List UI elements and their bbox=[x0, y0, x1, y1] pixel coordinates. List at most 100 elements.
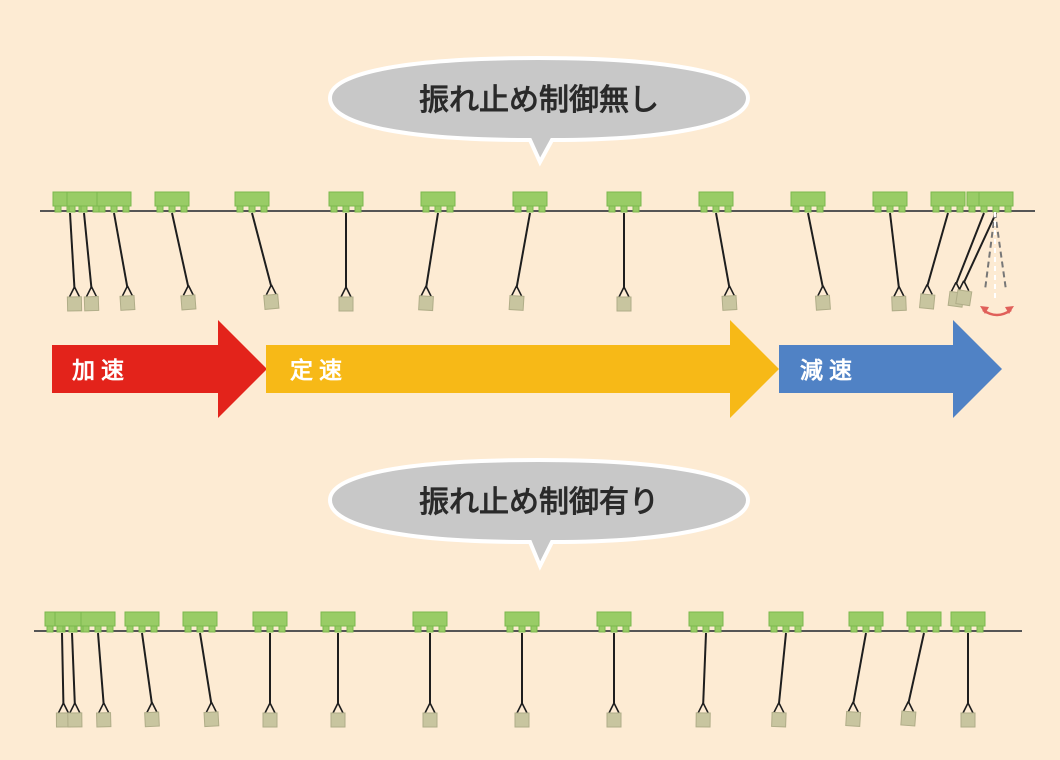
swing-ghost-left bbox=[984, 211, 996, 291]
top-trolley-unit bbox=[955, 191, 1014, 307]
phase-arrows: 加速 定速 減速 bbox=[52, 320, 1002, 418]
top-wheel bbox=[700, 205, 708, 213]
top-rope bbox=[69, 212, 76, 289]
bottom-load bbox=[960, 712, 976, 728]
top-trolley-unit bbox=[328, 191, 364, 312]
top-rope bbox=[425, 212, 439, 289]
top-wheel bbox=[804, 205, 812, 213]
top-wheel bbox=[538, 205, 546, 213]
bottom-rope bbox=[199, 632, 213, 705]
top-trolley bbox=[698, 191, 734, 207]
top-rope bbox=[515, 212, 531, 289]
top-load bbox=[955, 289, 973, 307]
bottom-wheel bbox=[690, 625, 698, 633]
bottom-wheel bbox=[622, 625, 630, 633]
decelerate-arrow bbox=[779, 320, 1002, 418]
bottom-trolley-unit bbox=[182, 611, 220, 728]
top-wheel bbox=[898, 205, 906, 213]
bottom-wheel bbox=[702, 625, 710, 633]
bottom-rope bbox=[907, 632, 925, 704]
bottom-trolley-unit bbox=[80, 611, 116, 728]
bottom-wheel bbox=[530, 625, 538, 633]
bottom-wheel bbox=[196, 625, 204, 633]
bottom-load bbox=[514, 712, 530, 728]
bottom-hook-icon bbox=[146, 702, 158, 713]
bottom-wheel bbox=[850, 625, 858, 633]
bottom-hook-icon bbox=[608, 702, 620, 714]
constant-speed-arrow bbox=[266, 320, 779, 418]
swing-arc-left-head bbox=[980, 306, 989, 314]
swing-arc-icon bbox=[982, 308, 1012, 317]
top-trolley-unit bbox=[918, 191, 966, 310]
bottom-hook-icon bbox=[69, 702, 81, 714]
top-trolley-unit bbox=[790, 191, 831, 311]
top-wheel bbox=[260, 205, 268, 213]
top-wheel bbox=[156, 205, 164, 213]
bottom-wheel bbox=[278, 625, 286, 633]
top-bubble-label: 振れ止め制御無し bbox=[419, 83, 659, 118]
top-rope bbox=[807, 212, 824, 288]
top-wheel bbox=[122, 205, 130, 213]
top-hook-icon bbox=[817, 285, 829, 297]
top-trolley bbox=[872, 191, 908, 207]
top-hook-icon bbox=[893, 286, 905, 297]
top-trolley bbox=[328, 191, 364, 207]
bottom-wheel bbox=[126, 625, 134, 633]
bottom-hook-icon bbox=[697, 702, 709, 714]
bottom-hook-icon bbox=[516, 702, 528, 714]
bottom-wheel bbox=[266, 625, 274, 633]
top-wheel bbox=[110, 205, 118, 213]
bottom-rope bbox=[777, 632, 787, 705]
top-wheel bbox=[248, 205, 256, 213]
bottom-trolley-unit bbox=[252, 611, 288, 728]
top-trolley-unit bbox=[508, 191, 548, 311]
bottom-wheel bbox=[150, 625, 158, 633]
top-trolley-unit bbox=[154, 191, 197, 311]
bottom-hook-icon bbox=[205, 701, 218, 713]
bottom-wheel bbox=[94, 625, 102, 633]
bottom-load bbox=[262, 712, 278, 728]
bottom-trolley-unit bbox=[412, 611, 448, 728]
bottom-wheel bbox=[506, 625, 514, 633]
bottom-trolley bbox=[182, 611, 218, 627]
bottom-wheel bbox=[438, 625, 446, 633]
bottom-wheel bbox=[56, 625, 64, 633]
bottom-trolley-unit bbox=[950, 611, 986, 728]
bottom-rope bbox=[71, 632, 76, 705]
bottom-wheel bbox=[908, 625, 916, 633]
bottom-wheel bbox=[920, 625, 928, 633]
bottom-wheel bbox=[68, 625, 76, 633]
top-wheel bbox=[792, 205, 800, 213]
bottom-trolley-unit bbox=[596, 611, 632, 728]
top-wheel bbox=[236, 205, 244, 213]
top-trolley bbox=[978, 191, 1014, 207]
top-trolley-unit bbox=[698, 191, 738, 311]
top-trolley-unit bbox=[872, 191, 908, 312]
top-trolley-unit bbox=[96, 191, 136, 311]
top-trolley bbox=[234, 191, 270, 207]
top-wheel bbox=[608, 205, 616, 213]
bottom-wheel bbox=[794, 625, 802, 633]
bottom-trolley-unit bbox=[688, 611, 724, 728]
bottom-wheel bbox=[518, 625, 526, 633]
bottom-wheel bbox=[334, 625, 342, 633]
bottom-wheel bbox=[598, 625, 606, 633]
top-trolley-unit bbox=[418, 191, 456, 312]
top-wheel bbox=[446, 205, 454, 213]
top-wheel bbox=[712, 205, 720, 213]
bottom-load bbox=[771, 711, 787, 728]
top-load bbox=[119, 294, 136, 311]
bottom-trolley-unit bbox=[504, 611, 540, 728]
accelerate-label: 加速 bbox=[71, 357, 130, 384]
top-wheel bbox=[992, 205, 1000, 213]
top-wheel bbox=[422, 205, 430, 213]
bottom-trolley bbox=[768, 611, 804, 627]
top-hook-icon bbox=[182, 285, 195, 296]
bottom-load bbox=[900, 710, 917, 727]
top-wheel bbox=[98, 205, 106, 213]
bottom-trolley bbox=[124, 611, 160, 627]
bottom-hook-icon bbox=[332, 702, 344, 714]
bottom-rope bbox=[61, 632, 65, 706]
bottom-wheel bbox=[46, 625, 54, 633]
bottom-rope bbox=[141, 632, 153, 705]
